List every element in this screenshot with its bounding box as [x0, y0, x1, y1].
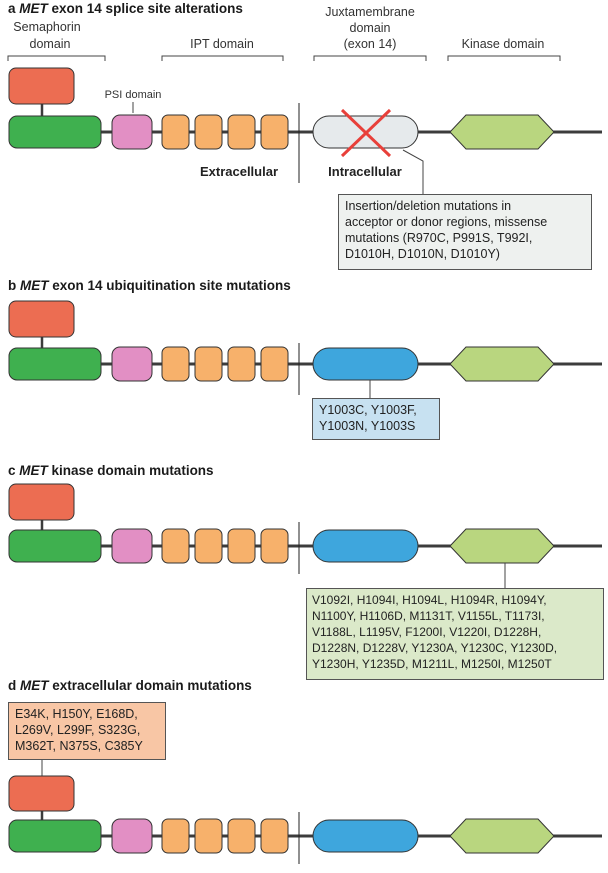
juxtamembrane-label-line2: domain: [350, 21, 391, 35]
ipt1-b: [161, 346, 190, 382]
semaphorin-label-line2: domain: [30, 37, 71, 51]
cross-icon-stroke2: [340, 108, 392, 158]
ipt-bracket: [161, 55, 284, 61]
ipt2-b: [194, 346, 223, 382]
note-c-line4: D1228N, D1228V, Y1230A, Y1230C, Y1230D,: [312, 641, 558, 655]
juxtamembrane-label-line3: (exon 14): [344, 37, 397, 51]
juxtamembrane-bracket: [313, 55, 427, 61]
sema-body-b: [8, 347, 102, 381]
note-a-line3: mutations (R970C, P991S, T992I,: [345, 231, 533, 245]
panel-a-protein: Extracellular Intracellular: [8, 67, 602, 194]
kinase-domain-b: [449, 346, 555, 382]
note-a-line2: acceptor or donor regions, missense: [345, 215, 548, 229]
ipt2-a: [194, 114, 223, 150]
note-c-line3: V1188L, L1195V, F1200I, V1220I, D1228H,: [312, 625, 542, 639]
note-c-box: V1092I, H1094I, H1094L, H1094R, H1094Y, …: [306, 588, 604, 680]
note-a-line1: Insertion/deletion mutations in: [345, 199, 512, 213]
ipt4-d: [260, 818, 289, 854]
panel-c-title: c MET kinase domain mutations: [8, 463, 214, 478]
note-b-line2: Y1003N, Y1003S: [319, 419, 416, 433]
panel-b-title: b MET exon 14 ubiquitination site mutati…: [8, 278, 291, 293]
psi-domain-a: [111, 114, 153, 150]
sema-head-b: [8, 300, 75, 338]
ipt3-a: [227, 114, 256, 150]
ipt-label: IPT domain: [190, 37, 254, 51]
panel-b-protein: [8, 300, 602, 398]
note-a-box: Insertion/deletion mutations in acceptor…: [338, 194, 592, 270]
psi-domain-d: [111, 818, 153, 854]
ipt2-c: [194, 528, 223, 564]
note-b-line1: Y1003C, Y1003F,: [319, 403, 417, 417]
ipt3-d: [227, 818, 256, 854]
note-d-line2: L269V, L299F, S323G,: [15, 723, 141, 737]
panel-d-title: d MET extracellular domain mutations: [8, 678, 252, 693]
ipt1-d: [161, 818, 190, 854]
juxtamembrane-label-line1: Juxtamembrane: [325, 5, 415, 19]
kinase-domain-c: [449, 528, 555, 564]
psi-domain-c: [111, 528, 153, 564]
sema-body-a: [8, 115, 102, 149]
sema-body-c: [8, 529, 102, 563]
ipt3-b: [227, 346, 256, 382]
note-d-line3: M362T, N375S, C385Y: [15, 739, 143, 753]
note-a-line4: D1010H, D1010N, D1010Y): [345, 247, 500, 261]
juxtamembrane-domain-b: [312, 347, 419, 381]
intracellular-label: Intracellular: [328, 164, 402, 179]
panel-c-protein: [8, 483, 602, 588]
note-a-leader: [402, 149, 424, 194]
psi-label: PSI domain: [105, 89, 162, 101]
kinase-bracket: [447, 55, 561, 61]
note-c-line5: Y1230H, Y1235D, M1211L, M1250I, M1250T: [312, 657, 552, 671]
semaphorin-bracket: [7, 55, 106, 61]
ipt4-c: [260, 528, 289, 564]
sema-head-c: [8, 483, 75, 521]
note-d-box: E34K, H150Y, E168D, L269V, L299F, S323G,…: [8, 702, 166, 760]
kinase-domain-a: [449, 114, 555, 150]
extracellular-label: Extracellular: [200, 164, 278, 179]
ipt4-a: [260, 114, 289, 150]
note-c-line2: N1100Y, H1106D, M1131T, V1155L, T1173I,: [312, 609, 545, 623]
sema-head-a: [8, 67, 75, 105]
ipt3-c: [227, 528, 256, 564]
sema-body-d: [8, 819, 102, 853]
kinase-domain-d: [449, 818, 555, 854]
panel-d-protein: [8, 758, 602, 864]
psi-domain-b: [111, 346, 153, 382]
ipt2-d: [194, 818, 223, 854]
ipt4-b: [260, 346, 289, 382]
panel-a-title: a MET exon 14 splice site alterations: [8, 1, 243, 16]
kinase-label: Kinase domain: [462, 37, 545, 51]
note-c-line1: V1092I, H1094I, H1094L, H1094R, H1094Y,: [312, 593, 547, 607]
sema-head-d: [8, 775, 75, 812]
ipt1-c: [161, 528, 190, 564]
semaphorin-label-line1: Semaphorin: [13, 20, 80, 34]
juxtamembrane-domain-d: [312, 819, 419, 853]
ipt1-a: [161, 114, 190, 150]
juxtamembrane-domain-c: [312, 529, 419, 563]
note-b-box: Y1003C, Y1003F, Y1003N, Y1003S: [312, 398, 440, 440]
note-d-line1: E34K, H150Y, E168D,: [15, 707, 138, 721]
